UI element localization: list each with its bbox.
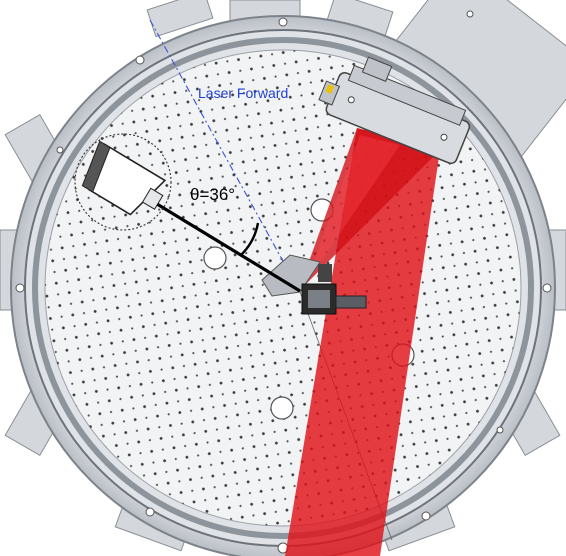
laser-forward-label: Laser Forward <box>198 85 288 101</box>
chamber-inner-ring <box>32 37 534 539</box>
laser-flange-icon <box>318 56 471 165</box>
laser-forward-axis <box>149 19 301 293</box>
detector-icon <box>81 140 167 216</box>
laser-beam <box>285 128 440 556</box>
ring-bolts <box>15 10 552 554</box>
detector-arm <box>151 199 301 293</box>
angle-arc <box>240 222 260 256</box>
target-mount-icon <box>261 254 367 315</box>
detector-scan-circle <box>74 133 172 231</box>
angle-label: θ=36° <box>190 185 235 204</box>
